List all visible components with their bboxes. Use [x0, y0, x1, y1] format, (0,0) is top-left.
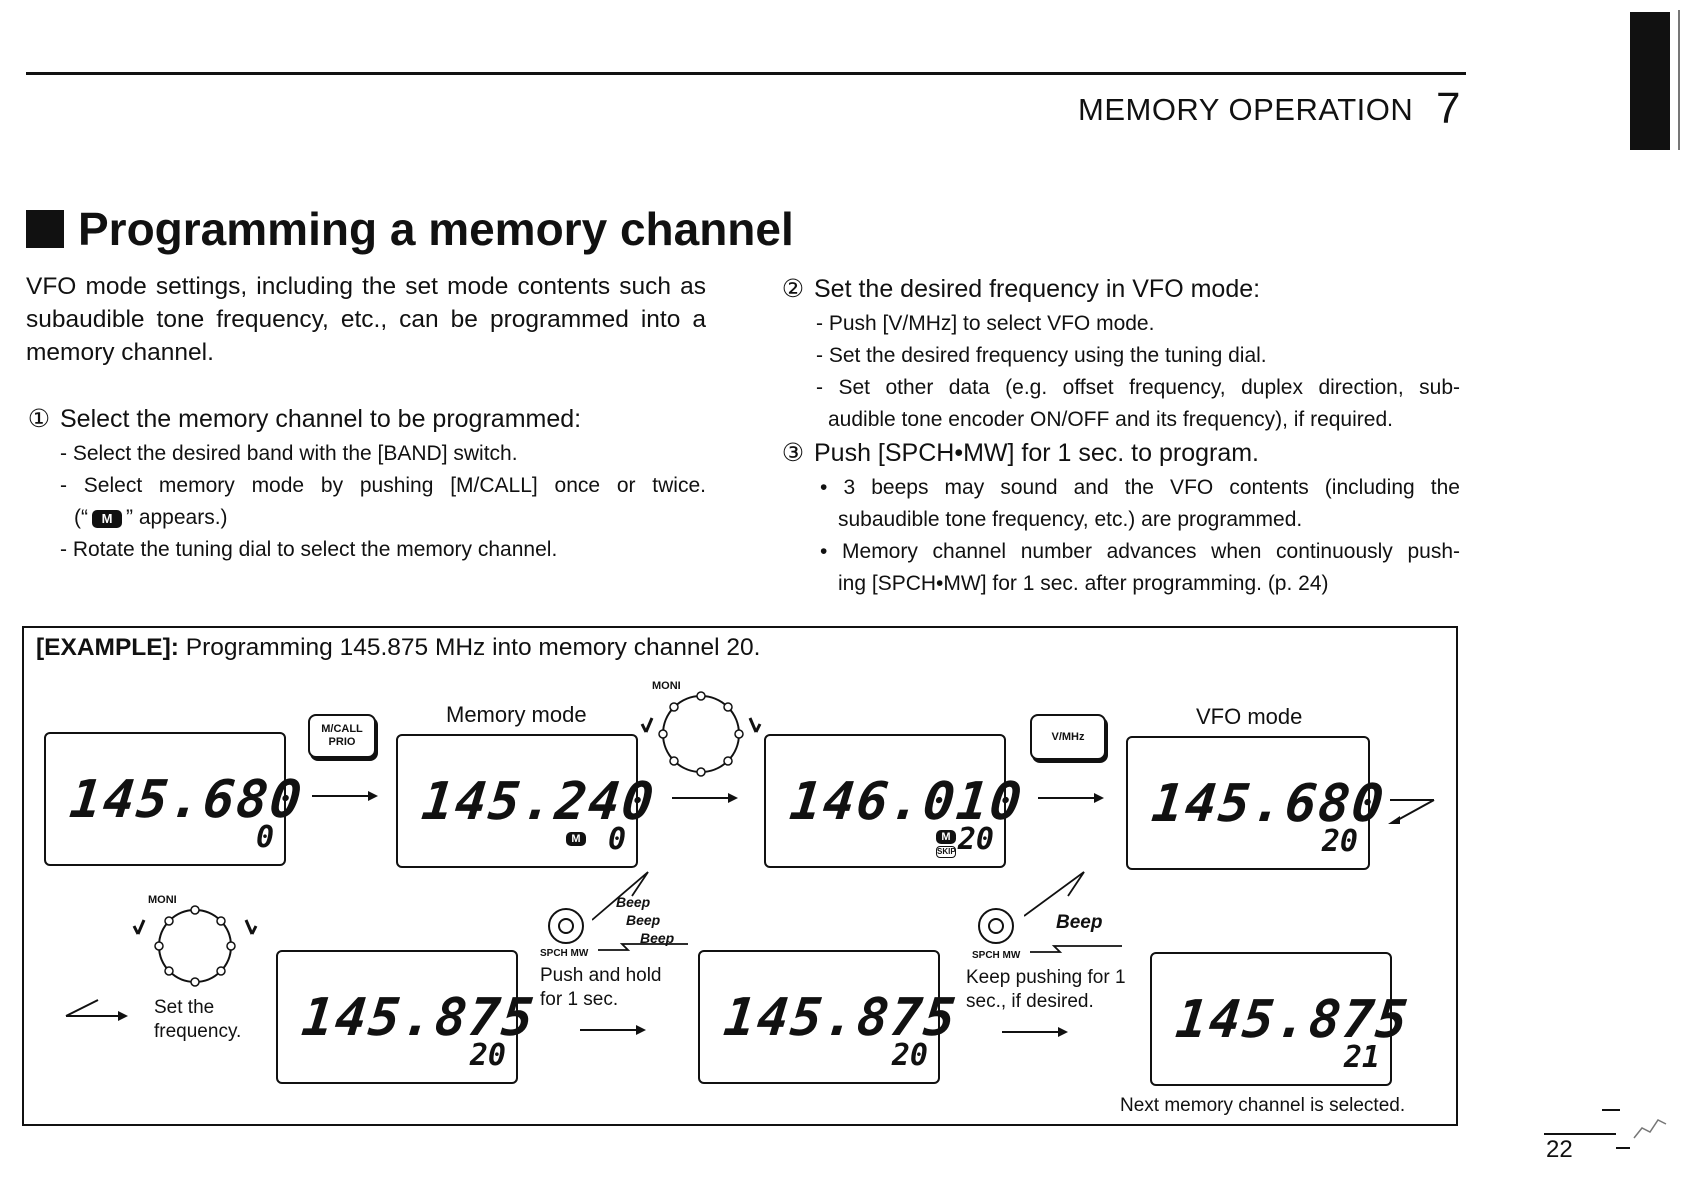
- step-1-item: - Rotate the tuning dial to select the m…: [60, 538, 558, 561]
- spch-mw-label: SPCH MW: [972, 950, 1021, 961]
- lcd-display-2: 145.240 M 0: [396, 734, 658, 868]
- label-line: Set the: [154, 997, 215, 1018]
- arrow-right-icon: [672, 793, 738, 803]
- intro-paragraph: VFO mode settings, including the set mod…: [26, 273, 706, 366]
- spch-mw-button-icon[interactable]: [546, 906, 586, 946]
- lcd-channel: 20: [469, 1038, 506, 1073]
- key-label: M/CALL: [321, 723, 363, 735]
- moni-label: MONI: [148, 894, 177, 906]
- example-label: [EXAMPLE]:: [36, 634, 179, 661]
- label-line: Keep pushing for 1: [966, 967, 1126, 988]
- lcd-display-1: 145.680 0: [44, 732, 306, 866]
- lcd-display-7: 145.875 21: [1150, 952, 1412, 1086]
- title-square-icon: [26, 210, 64, 248]
- lcd-channel: 20: [957, 822, 994, 857]
- arrow-right-icon: [1002, 1027, 1068, 1037]
- beep-sound-icon: [1024, 871, 1122, 953]
- memory-m-icon: M: [92, 510, 122, 528]
- lcd-channel: 20: [1321, 824, 1358, 859]
- mcall-prio-key[interactable]: M/CALL PRIO: [308, 714, 376, 758]
- tuning-dial-icon[interactable]: [636, 690, 766, 780]
- lcd-display-5: 145.875 20: [276, 950, 538, 1084]
- step-3-item: subaudible tone frequency, etc.) are pro…: [838, 508, 1303, 531]
- step-2-item: audible tone encoder ON/OFF and its freq…: [828, 408, 1393, 431]
- step-3-title: ③ Push [SPCH•MW] for 1 sec. to program.: [780, 438, 1259, 468]
- step-2-number: ②: [781, 275, 805, 303]
- beep-label: Beep: [640, 930, 675, 946]
- key-sublabel: PRIO: [328, 736, 356, 748]
- lcd-channel: 21: [1343, 1040, 1380, 1075]
- edge-line: [1678, 10, 1680, 150]
- spch-mw-button-icon[interactable]: [976, 906, 1016, 946]
- step-3-item: • 3 beeps may sound and the VFO contents…: [820, 476, 1460, 499]
- next-channel-label: Next memory channel is selected.: [1120, 1095, 1406, 1116]
- step-2-title: ② Set the desired frequency in VFO mode:: [780, 274, 1260, 304]
- arrow-wrap-icon: [1388, 799, 1435, 824]
- beep-label: Beep: [1056, 912, 1103, 933]
- arrow-right-icon: [1038, 793, 1104, 803]
- label-line: frequency.: [154, 1021, 242, 1042]
- arrow-wrap-icon: [65, 999, 128, 1021]
- lcd-display-6: 145.875 20: [698, 950, 960, 1084]
- step-1-item: - Select the desired band with the [BAND…: [60, 442, 518, 465]
- vmhz-key[interactable]: V/MHz: [1030, 714, 1106, 760]
- page-corner-marks: [1544, 1109, 1667, 1149]
- lcd-channel: 0: [255, 820, 274, 855]
- step-1-item: - Select memory mode by pushing [M/CALL]…: [60, 474, 706, 497]
- thumb-index-tab: [1630, 12, 1670, 150]
- page-title-text: Programming a memory channel: [78, 203, 794, 255]
- chapter-number: 7: [1436, 84, 1461, 133]
- page-number: 22: [1546, 1136, 1573, 1163]
- lcd-channel: 20: [891, 1038, 928, 1073]
- step-2-item: - Set the desired frequency using the tu…: [816, 344, 1267, 367]
- lcd-channel: 0: [607, 822, 626, 857]
- section-title: MEMORY OPERATION: [1078, 92, 1414, 127]
- step-2-title-text: Set the desired frequency in VFO mode:: [814, 275, 1261, 303]
- moni-label: MONI: [652, 680, 681, 692]
- set-frequency-label: Set the frequency.: [154, 996, 241, 1044]
- example-text: Programming 145.875 MHz into memory chan…: [185, 634, 761, 661]
- step-1-title: ① Select the memory channel to be program…: [26, 404, 581, 434]
- memory-m-icon: M: [566, 832, 586, 846]
- label-line: sec., if desired.: [966, 991, 1094, 1012]
- spch-mw-label: SPCH MW: [540, 948, 589, 959]
- step-1-number: ①: [27, 405, 51, 433]
- arrow-right-icon: [312, 791, 378, 801]
- memory-m-icon: M: [936, 830, 956, 844]
- lcd-display-3: 146.010 M SKIP 20: [764, 734, 1026, 868]
- step-1-item: (“M” appears.): [74, 506, 228, 529]
- step-2-item: - Set other data (e.g. offset frequency,…: [816, 376, 1460, 399]
- vfo-mode-label: VFO mode: [1196, 704, 1303, 729]
- keep-pushing-label: Keep pushing for 1 sec., if desired.: [966, 966, 1126, 1014]
- key-label: V/MHz: [1051, 730, 1085, 743]
- step-3-item: • Memory channel number advances when co…: [820, 540, 1460, 563]
- page-title: Programming a memory channel: [26, 202, 794, 256]
- step-3-item: ing [SPCH•MW] for 1 sec. after programmi…: [838, 572, 1329, 595]
- tuning-dial-icon[interactable]: [130, 902, 260, 992]
- beep-label: Beep: [616, 894, 651, 910]
- arrow-right-icon: [580, 1025, 646, 1035]
- example-box: [22, 626, 1458, 1126]
- header-rule: [26, 72, 1466, 75]
- step-2-item: - Push [V/MHz] to select VFO mode.: [816, 312, 1155, 335]
- push-hold-label: Push and hold for 1 sec.: [540, 964, 662, 1012]
- label-line: for 1 sec.: [540, 989, 619, 1010]
- step-3-number: ③: [781, 439, 805, 467]
- beep-label: Beep: [626, 912, 661, 928]
- beep-sound-icon: [592, 871, 688, 951]
- example-title: [EXAMPLE]: Programming 145.875 MHz into …: [36, 634, 760, 662]
- lcd-display-4: 145.680 20: [1126, 736, 1388, 870]
- step-1-title-text: Select the memory channel to be programm…: [60, 405, 582, 433]
- memory-mode-label: Memory mode: [446, 702, 587, 727]
- label-line: Push and hold: [540, 965, 662, 986]
- skip-icon: SKIP: [936, 846, 956, 858]
- step-3-title-text: Push [SPCH•MW] for 1 sec. to program.: [814, 439, 1259, 467]
